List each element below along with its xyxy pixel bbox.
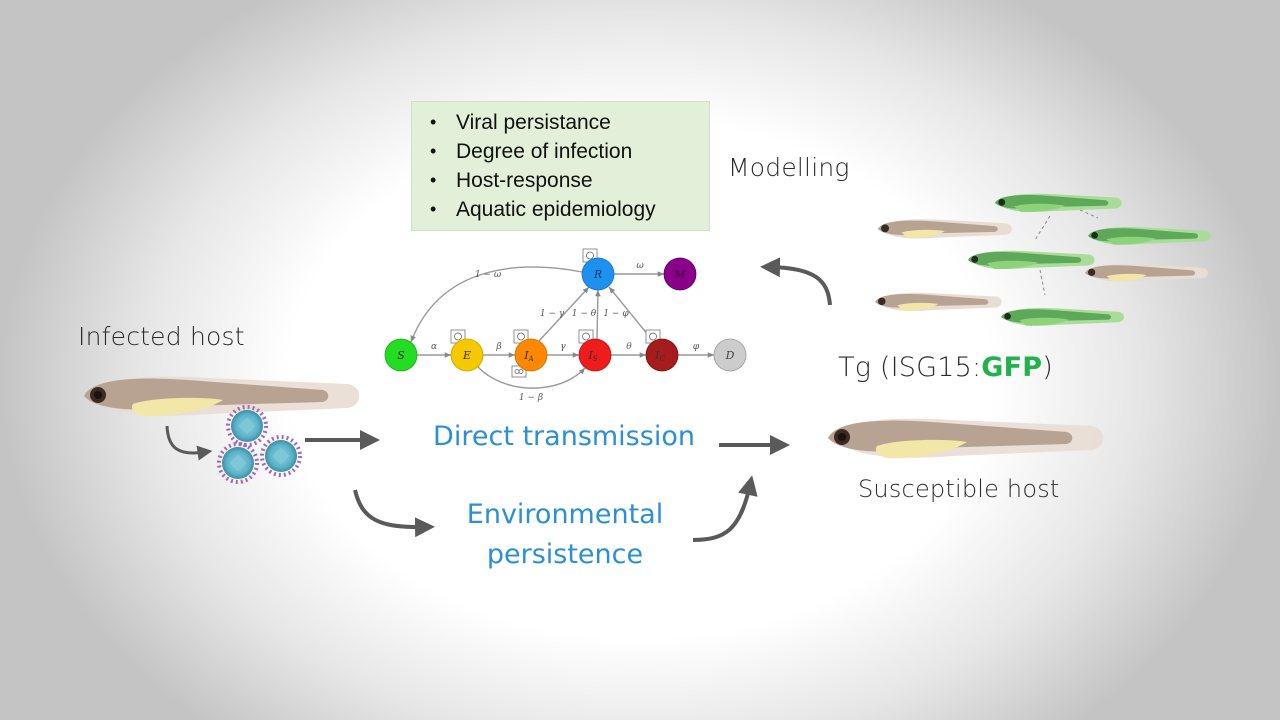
edge-label: 1 − γ <box>540 309 565 319</box>
modelling-label: Modelling <box>728 153 850 182</box>
fish-green-icon <box>1001 308 1124 326</box>
fish-brown-icon <box>874 292 1002 311</box>
fish-green-icon <box>1088 227 1211 245</box>
compartment-model: α β γ θ φ ω 1 − ω 1 − γ 1 − θ 1 − φ 1 − … <box>384 248 747 403</box>
edge-label: θ <box>626 342 632 352</box>
fish-green-icon <box>994 193 1122 212</box>
infected-host-label: Infected host <box>78 322 245 351</box>
edge-label: 1 − φ <box>603 309 629 319</box>
fish-brown-icon <box>1085 264 1208 282</box>
transgenic-suffix: ) <box>1042 352 1054 383</box>
svg-text:IA: IA <box>523 349 533 363</box>
topic-item: Aquatic epidemiology <box>430 195 709 224</box>
gfp-reporter: GFP <box>981 352 1043 383</box>
node-R: R <box>581 257 615 291</box>
node-IA: IA <box>514 338 548 372</box>
edge-IS-R <box>595 289 601 340</box>
edge-label: α <box>431 342 437 352</box>
svg-text:D: D <box>725 349 735 362</box>
svg-text:IC: IC <box>654 349 665 363</box>
virus-icon <box>260 435 302 477</box>
svg-text:E: E <box>462 349 471 362</box>
node-E: E <box>450 338 484 372</box>
environmental-arrow-in-icon <box>353 489 435 538</box>
virus-icon <box>217 442 259 484</box>
virus-icon <box>226 405 268 447</box>
edge-label: 1 − ω <box>475 270 502 280</box>
edge-label: φ <box>693 342 700 352</box>
edge-label: ω <box>636 261 644 271</box>
node-M: M <box>663 257 697 291</box>
modelling-arrow-icon <box>760 257 832 306</box>
svg-text:M: M <box>673 268 686 281</box>
direct-transmission-label: Direct transmission <box>433 421 695 452</box>
shed-arrow-icon <box>165 425 213 461</box>
svg-text:IS: IS <box>587 349 597 363</box>
fish-green-icon <box>967 250 1095 269</box>
edge-R-S <box>410 266 583 343</box>
node-IC: IC <box>645 338 679 372</box>
fish-population <box>874 193 1211 326</box>
svg-text:R: R <box>593 268 602 281</box>
edge-label: β <box>495 342 501 352</box>
susceptible-host-label: Susceptible host <box>858 475 1060 503</box>
topic-item: Viral persistance <box>430 108 709 137</box>
research-topics-box: Viral persistance Degree of infection Ho… <box>411 101 710 231</box>
research-topics-list: Viral persistance Degree of infection Ho… <box>412 102 709 224</box>
susceptible-host-fish <box>828 418 1104 459</box>
node-S: S <box>384 338 418 372</box>
environmental-persistence-label: Environmental persistence <box>440 495 690 575</box>
svg-text:S: S <box>397 349 405 362</box>
edge-label: γ <box>560 342 566 352</box>
topic-item: Degree of infection <box>430 137 709 166</box>
environmental-arrow-out-icon <box>692 475 758 542</box>
edge-IA-R <box>538 286 590 342</box>
edge-label: 1 − β <box>519 393 543 403</box>
topic-item: Host-response <box>430 166 709 195</box>
edge-label: 1 − θ <box>572 309 597 319</box>
infected-host-fish <box>84 376 360 417</box>
fish-brown-icon <box>877 219 1012 239</box>
environmental-line-1: Environmental <box>466 499 664 530</box>
environmental-line-2: persistence <box>486 539 644 570</box>
virus-particles <box>217 405 302 484</box>
dashed-link <box>1034 209 1099 296</box>
node-D: D <box>713 338 747 372</box>
node-IS: IS <box>578 338 612 372</box>
transgenic-prefix: Tg (ISG15: <box>838 352 982 383</box>
transgenic-line-label: Tg (ISG15:GFP) <box>838 352 1053 383</box>
edge-E-IS <box>477 366 586 389</box>
